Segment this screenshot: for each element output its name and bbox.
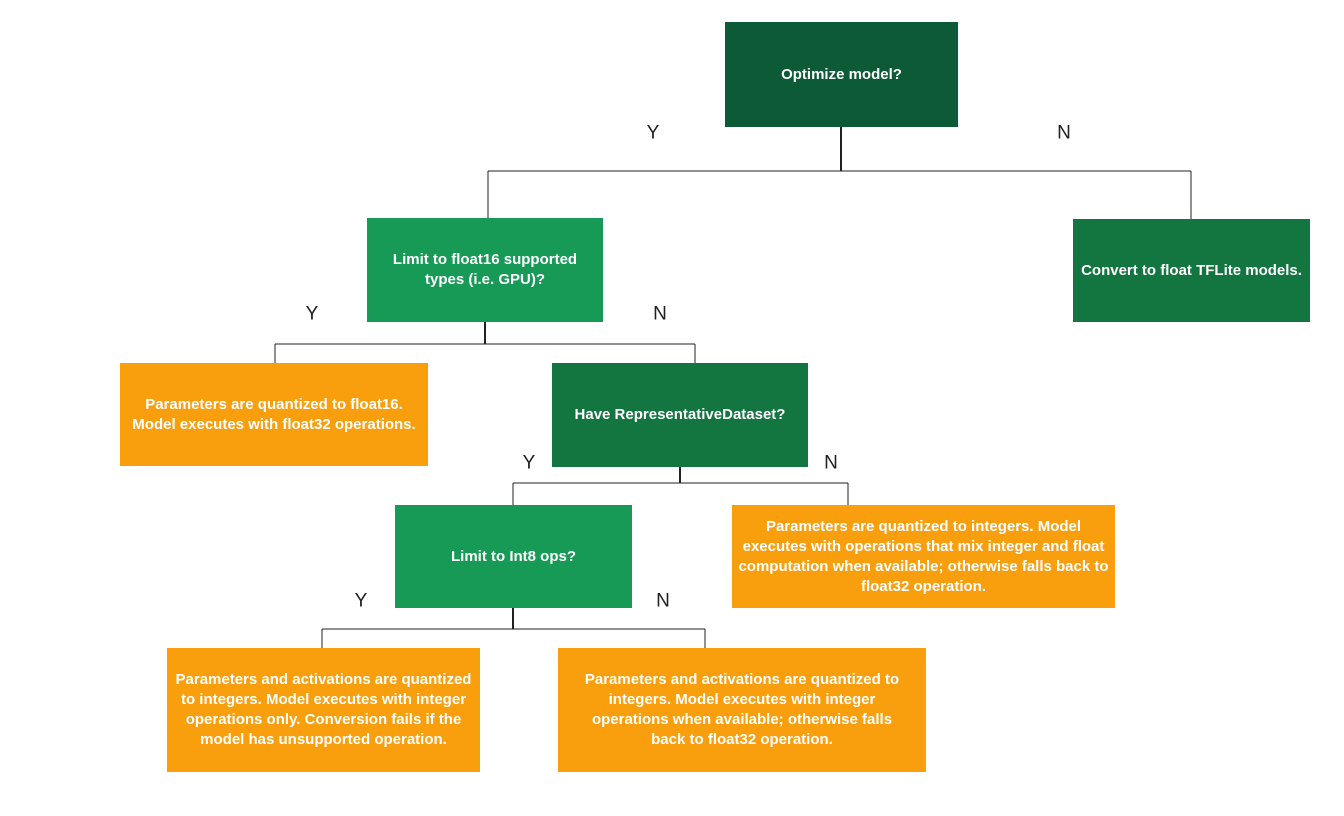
node-label: Parameters are quantized to float16. Mod… — [132, 395, 416, 433]
node-integer-only-result: Parameters and activations are quantized… — [167, 648, 480, 772]
node-label: Optimize model? — [781, 65, 902, 83]
node-limit-int8-ops: Limit to Int8 ops? — [395, 505, 632, 608]
node-convert-float-tflite: Convert to float TFLite models. — [1073, 219, 1310, 322]
node-have-representative-dataset: Have RepresentativeDataset? — [552, 363, 808, 467]
branch-label-float16-no: N — [653, 303, 667, 325]
node-mixed-int-float-result: Parameters are quantized to integers. Mo… — [732, 505, 1115, 608]
branch-label-float16-yes: Y — [305, 303, 319, 325]
branch-label-optimize-yes: Y — [646, 122, 660, 144]
node-label: Have RepresentativeDataset? — [574, 406, 786, 423]
node-label: Parameters are quantized to integers. Mo… — [738, 517, 1109, 595]
node-limit-float16: Limit to float16 supported types (i.e. G… — [367, 218, 603, 322]
branch-label-optimize-no: N — [1057, 122, 1071, 144]
branch-label-int8-no: N — [656, 590, 670, 612]
branch-label-int8-yes: Y — [354, 590, 368, 612]
node-optimize-model: Optimize model? — [725, 22, 958, 127]
node-label: Parameters and activations are quantized… — [175, 671, 472, 748]
node-label: Limit to float16 supported types (i.e. G… — [392, 251, 578, 288]
branch-label-dataset-no: N — [824, 452, 838, 474]
node-float16-result: Parameters are quantized to float16. Mod… — [120, 363, 428, 466]
branch-label-dataset-yes: Y — [522, 452, 536, 474]
node-label: Parameters and activations are quantized… — [584, 671, 900, 748]
node-label: Convert to float TFLite models. — [1081, 261, 1302, 279]
node-integer-fallback-result: Parameters and activations are quantized… — [558, 648, 926, 772]
node-label: Limit to Int8 ops? — [451, 547, 576, 565]
